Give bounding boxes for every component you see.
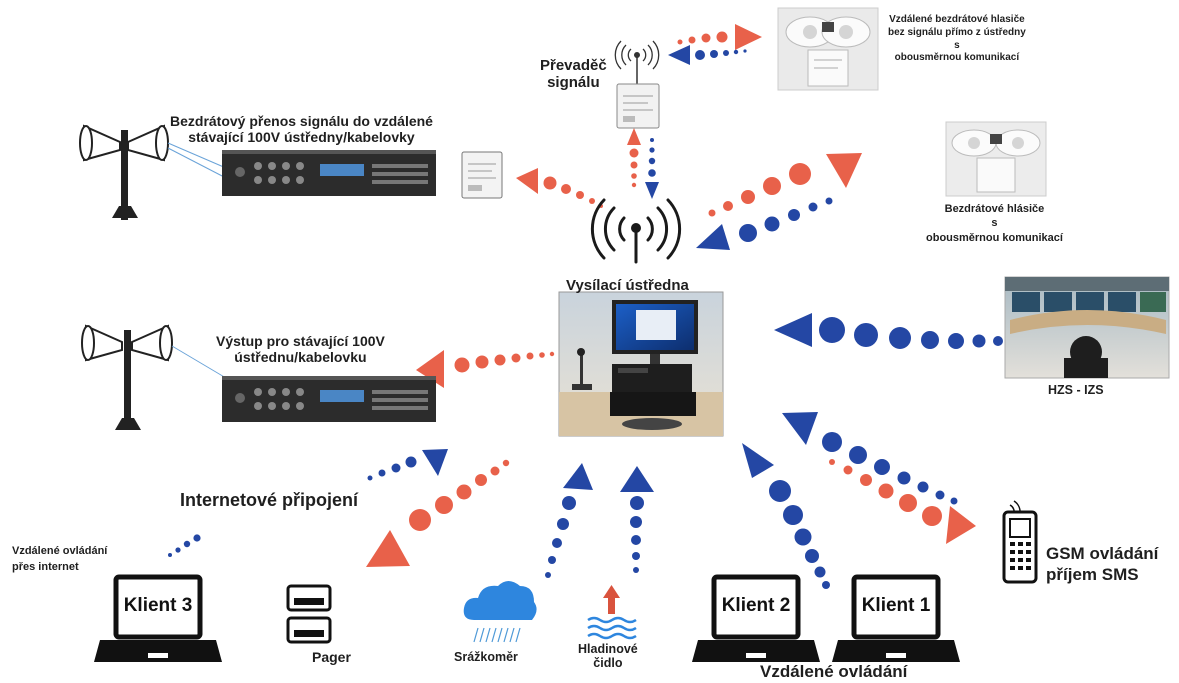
speaker-tower-icon (79, 124, 227, 220)
output-100v-label: Výstup pro stávající 100V ústřednu/kabel… (216, 333, 385, 366)
flow-internet (168, 449, 448, 557)
laptop-icon-client1 (832, 574, 960, 662)
remote-siren-photo (777, 7, 879, 91)
flow-to-wireless-sirens (696, 153, 862, 250)
amplifier-icon-2 (222, 376, 436, 422)
flow-from-client2 (742, 443, 830, 589)
wireless-sirens-label: Bezdrátové hlásiče s obousměrnou komunik… (926, 203, 1063, 244)
speaker-tower-icon-2 (81, 324, 227, 430)
laptop-icon-client2 (692, 574, 820, 662)
water-level-icon (587, 585, 637, 640)
flow-from-hzs (774, 313, 1003, 349)
flow-from-level-sensor (620, 466, 654, 573)
wireless-siren-photo (945, 121, 1047, 197)
rain-gauge-label: Srážkoměr (454, 650, 518, 664)
mobile-phone-icon (1002, 500, 1038, 584)
antenna-icon (590, 198, 682, 264)
converter-antenna-icon (614, 40, 660, 85)
flow-to-wireless-module (516, 168, 603, 208)
converter-module (616, 83, 660, 129)
flow-to-output-100v (416, 350, 555, 388)
flow-to-pager (366, 459, 510, 567)
wireless-transfer-label: Bezdrátový přenos signálu do vzdálené st… (170, 113, 433, 146)
client2-label: Klient 2 (721, 595, 791, 616)
flow-top-right-sirens (668, 24, 762, 65)
client3-label: Klient 3 (123, 595, 193, 616)
amplifier-icon (222, 150, 436, 196)
remote-sirens-label: Vzdálené bezdrátové hlasiče bez signálu … (888, 14, 1026, 64)
gsm-label: GSM ovládání příjem SMS (1046, 544, 1159, 585)
signal-flows (168, 24, 1003, 589)
dispatch-room-photo (1004, 276, 1170, 379)
rain-cloud-icon (463, 581, 537, 643)
remote-internet-label: Vzdálené ovládání přes internet (12, 545, 108, 573)
pager-label: Pager (312, 649, 351, 665)
central-station-photo (558, 291, 724, 437)
internet-label: Internetové připojení (180, 490, 359, 510)
hzs-label: HZS - IZS (1048, 383, 1104, 397)
client1-label: Klient 1 (861, 595, 931, 616)
wireless-module-icon (461, 151, 503, 199)
remote-control-label: Vzdálené ovládání (760, 662, 908, 681)
flow-gsm (782, 412, 976, 544)
level-sensor-label: Hladinové čidlo (578, 642, 638, 671)
flow-from-rain-gauge (545, 463, 593, 578)
converter-label: Převaděč signálu (540, 57, 607, 92)
pager-icon (286, 584, 332, 644)
central-station-label: Vysílací ústředna (566, 277, 689, 294)
laptop-icon-client3 (94, 574, 222, 662)
flow-central-converter (627, 128, 659, 199)
